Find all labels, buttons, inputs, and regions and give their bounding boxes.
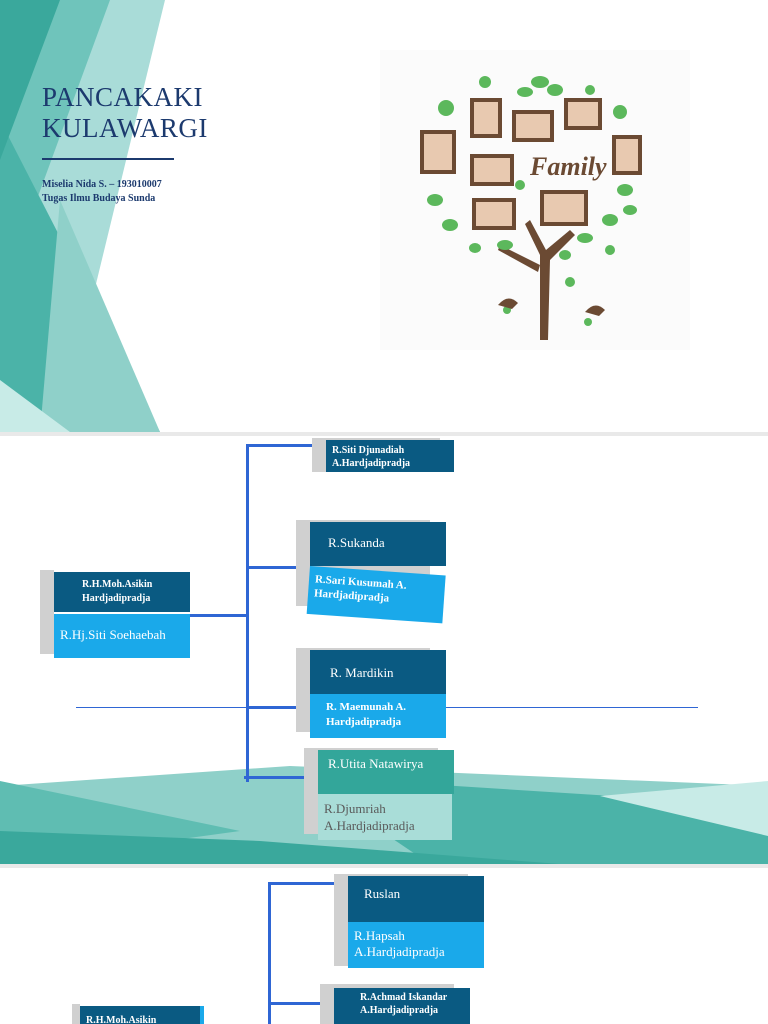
child-3-husband-box: R. Mardikin xyxy=(310,650,446,694)
family-tree-image: Family xyxy=(380,50,690,350)
root-connector xyxy=(190,614,248,617)
child-2-wife-box: R.Sari Kusumah A. Hardjadipradja xyxy=(306,566,446,624)
child-4-husband-box: R.Utita Natawirya xyxy=(318,750,454,794)
child-2-husband-box: R.Sukanda xyxy=(310,522,446,566)
child-4-wife-box: R.Djumriah A.Hardjadipradja xyxy=(318,794,452,840)
family-tree-slide-1: R.H.Moh.Asikin Hardjadipradja R.Hj.Siti … xyxy=(0,436,768,864)
branch-line-5 xyxy=(268,882,348,885)
root-husband-box: R.H.Moh.Asikin Hardjadipradja xyxy=(54,572,190,612)
title-underline xyxy=(42,158,174,160)
branch-line-3 xyxy=(248,706,324,709)
child-1-box: R.Siti Djunadiah A.Hardjadipradja xyxy=(326,440,454,472)
family-tree-slide-2: Ruslan R.Hapsah A.Hardjadipradja R.Achma… xyxy=(0,868,768,1024)
child-3-wife-box: R. Maemunah A. Hardjadipradja xyxy=(310,694,446,738)
course-line: Tugas Ilmu Budaya Sunda xyxy=(42,193,156,204)
branch-line-4 xyxy=(244,776,324,779)
branch-line-6 xyxy=(270,1002,334,1005)
root-wife-box: R.Hj.Siti Soehaebah xyxy=(54,614,190,658)
child-5-husband-box: Ruslan xyxy=(348,876,484,922)
branch-line-2 xyxy=(248,566,324,569)
tree-trunk-line-2 xyxy=(268,882,271,1024)
title-slide: PANCAKAKI KULAWARGI Miselia Nida S. – 19… xyxy=(0,0,768,432)
geometric-background xyxy=(0,0,165,432)
root-husband-box-2: R.H.Moh.Asikin xyxy=(80,1006,204,1024)
child-6-box: R.Achmad Iskandar A.Hardjadipradja xyxy=(334,988,470,1024)
branch-line-1 xyxy=(246,444,326,447)
family-label: Family xyxy=(529,152,607,181)
child-5-wife-box: R.Hapsah A.Hardjadipradja xyxy=(348,922,484,968)
page-title: PANCAKAKI KULAWARGI xyxy=(42,82,208,143)
author-line: Miselia Nida S. – 193010007 xyxy=(42,179,162,190)
